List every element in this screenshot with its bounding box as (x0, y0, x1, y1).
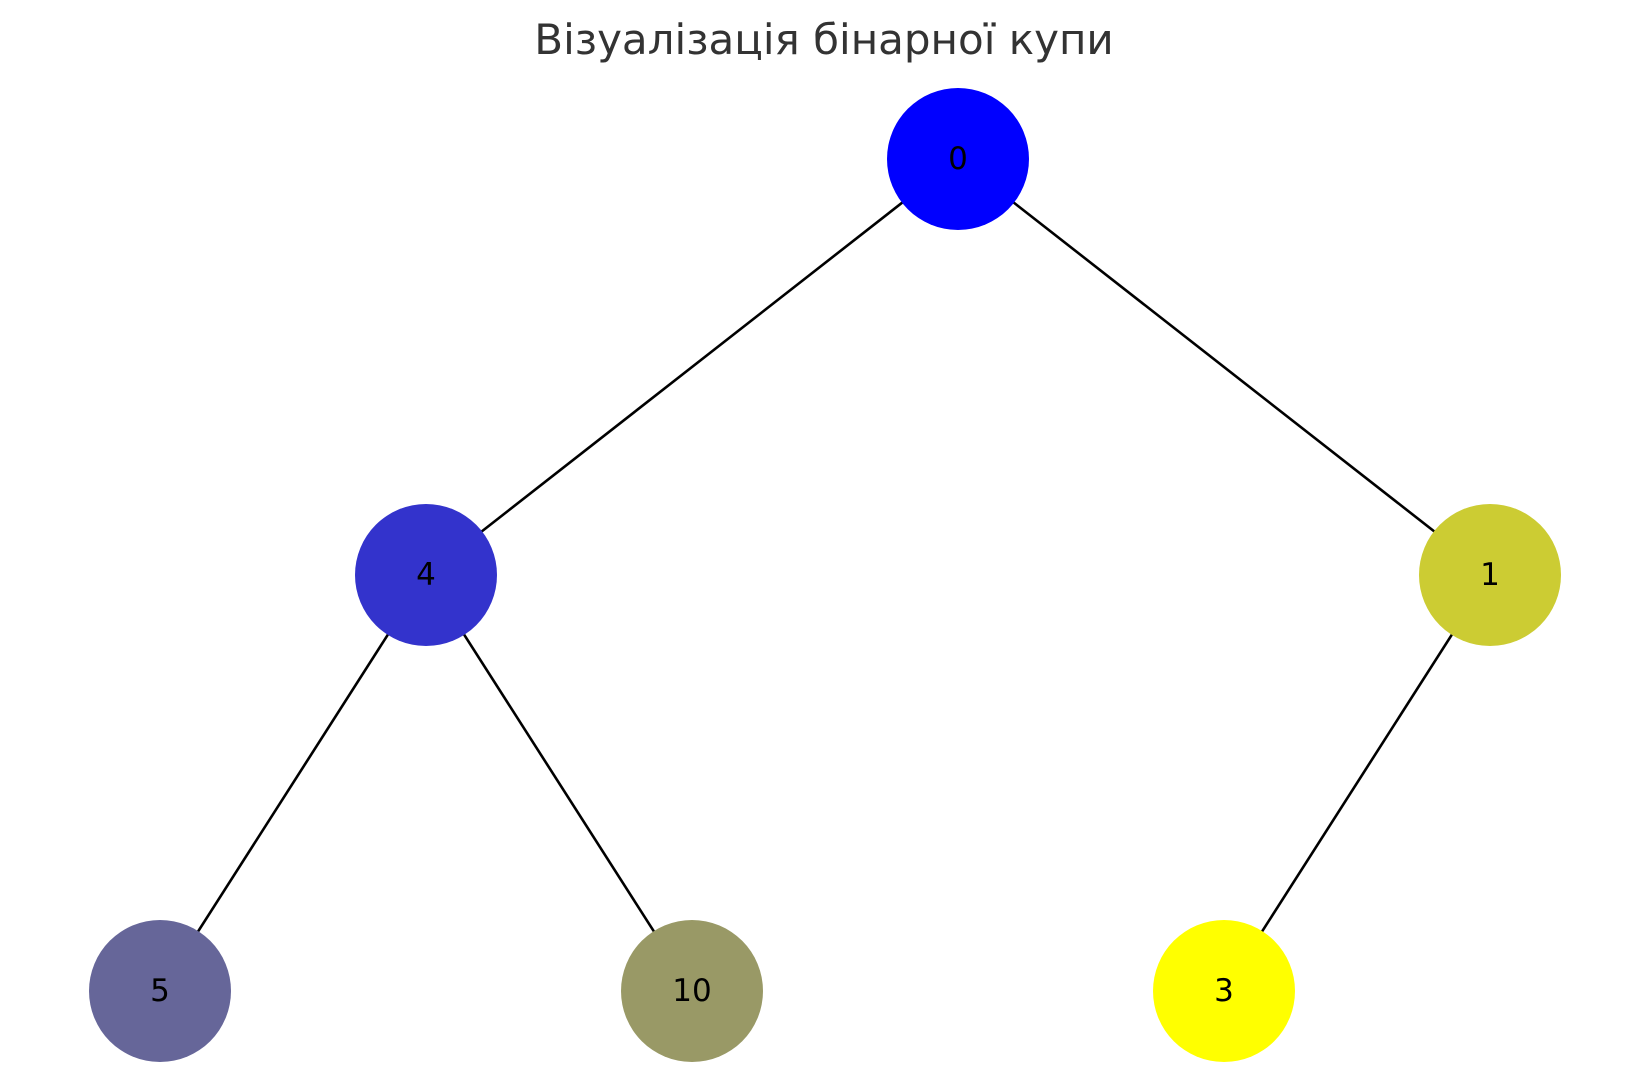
edge-4-10 (424, 574, 694, 992)
heap-node-4-label: 4 (416, 557, 436, 593)
heap-node-0: 0 (887, 88, 1029, 230)
edges-layer (158, 157, 1492, 992)
edge-0-1 (957, 157, 1491, 577)
heap-node-1-label: 1 (1480, 557, 1500, 593)
heap-node-0-label: 0 (948, 141, 968, 177)
edge-1-3 (1222, 574, 1492, 992)
heap-node-4: 4 (355, 504, 497, 646)
heap-node-5-circle (89, 920, 231, 1062)
edge-4-5 (158, 574, 428, 992)
heap-node-10-label: 10 (672, 973, 711, 1009)
heap-node-10-circle (621, 920, 763, 1062)
heap-node-1: 1 (1419, 504, 1561, 646)
heap-node-3: 3 (1153, 920, 1295, 1062)
edge-0-4 (425, 157, 959, 577)
nodes-layer: 0 4 1 5 10 3 (89, 88, 1561, 1062)
heap-node-1-circle (1419, 504, 1561, 646)
diagram-title: Візуалізація бінарної купи (534, 15, 1113, 64)
heap-node-3-circle (1153, 920, 1295, 1062)
heap-node-5-label: 5 (150, 973, 170, 1009)
heap-node-10: 10 (621, 920, 763, 1062)
heap-node-0-circle (887, 88, 1029, 230)
heap-node-4-circle (355, 504, 497, 646)
heap-node-5: 5 (89, 920, 231, 1062)
heap-node-3-label: 3 (1214, 973, 1234, 1009)
